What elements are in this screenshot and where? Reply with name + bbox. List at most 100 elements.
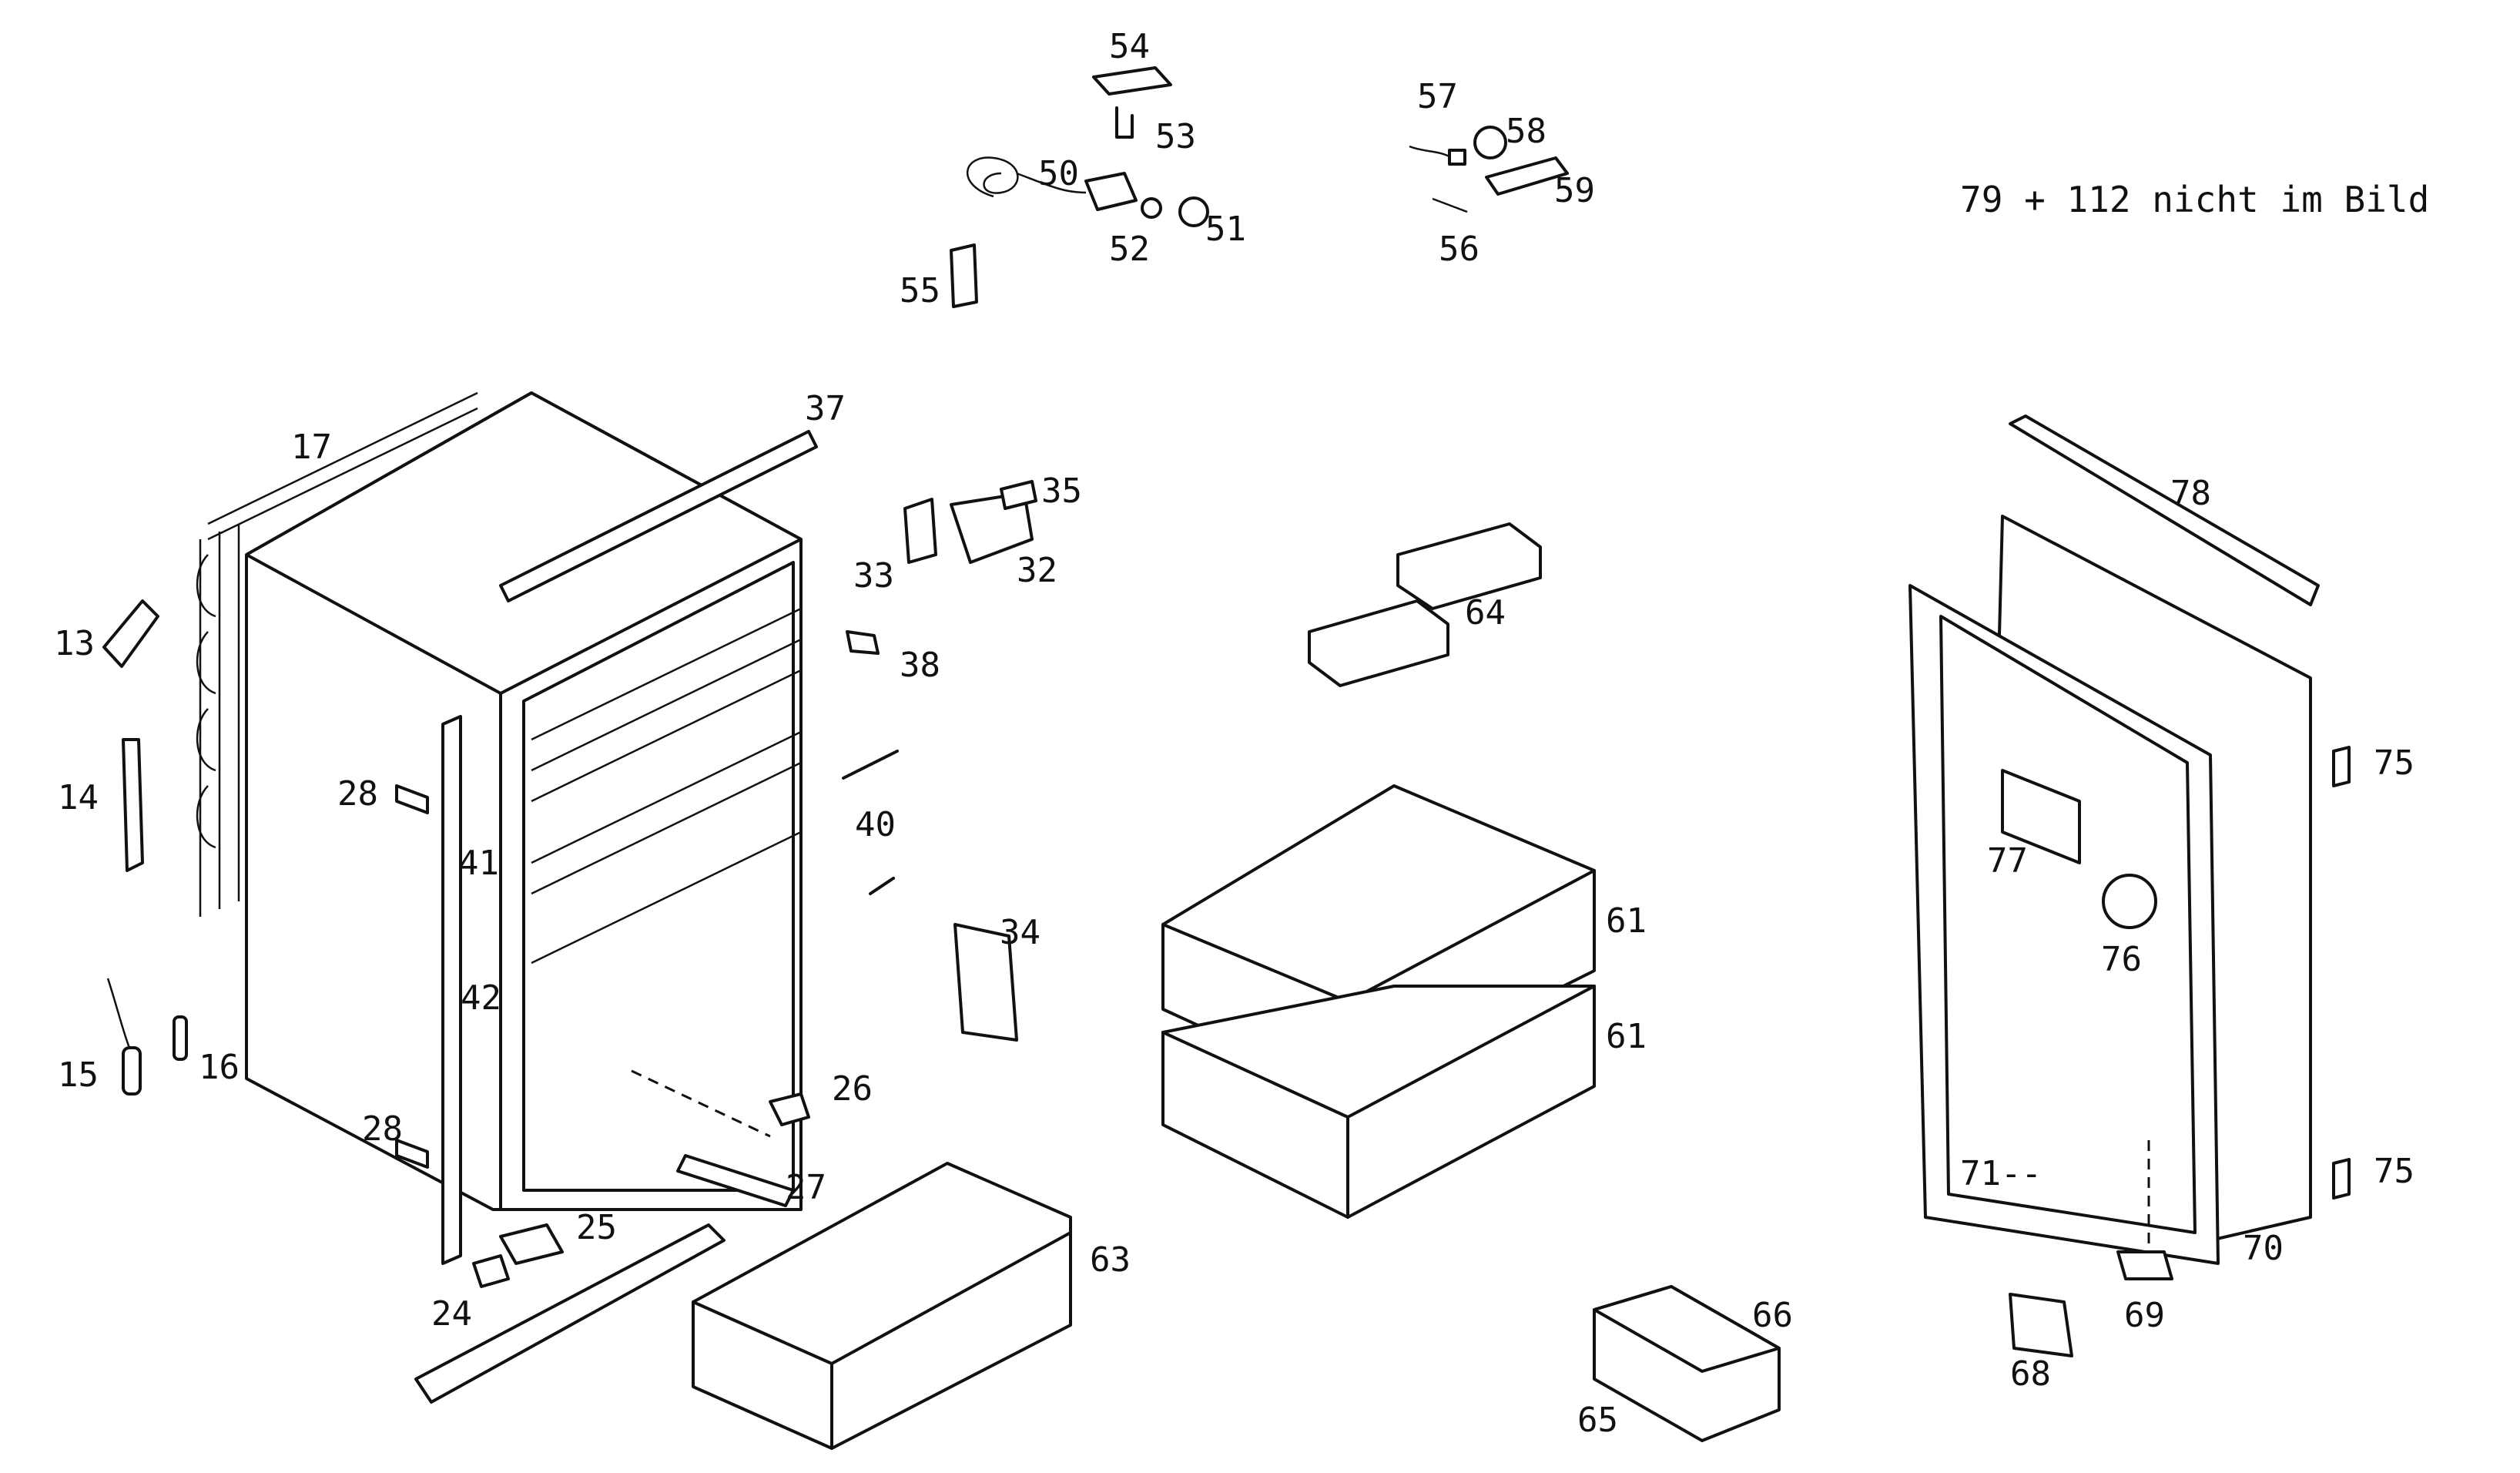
label-65: 65 (1577, 1401, 1618, 1440)
part-70-door-frame (1908, 584, 2220, 1265)
crisper-drawer (692, 1162, 1072, 1450)
label-28-lower: 28 (362, 1109, 403, 1149)
label-35: 35 (1041, 471, 1082, 511)
part-64-icepack-top (1396, 522, 1542, 610)
part-68-plate (2009, 1293, 2073, 1357)
part-38-catch (846, 630, 880, 655)
label-33: 33 (853, 556, 894, 596)
part-57-wires (1409, 145, 1453, 159)
part-14-hose (122, 738, 144, 872)
label-40: 40 (855, 805, 896, 844)
thermostat-group (950, 66, 1209, 308)
part-63-crisper (692, 1162, 1072, 1450)
label-66: 66 (1752, 1296, 1793, 1335)
label-50: 50 (1038, 154, 1079, 193)
drawers-group (1161, 784, 1596, 1219)
label-63: 63 (1090, 1240, 1131, 1280)
part-55-terminal-strip (950, 243, 978, 308)
part-50-capillary-coil (967, 156, 1019, 198)
part-25-handle (499, 1223, 564, 1265)
label-68: 68 (2010, 1354, 2051, 1394)
label-26: 26 (832, 1069, 873, 1109)
label-56: 56 (1439, 230, 1479, 269)
part-35-clip (1000, 480, 1037, 510)
label-75-upper: 75 (2374, 743, 2414, 783)
part-66-ice-grid (1593, 1285, 1781, 1373)
part-16-plug (173, 1015, 188, 1061)
part-13-bracket (102, 599, 159, 668)
part-58-lamp (1473, 126, 1507, 159)
label-78: 78 (2170, 474, 2211, 513)
label-32: 32 (1017, 551, 1057, 590)
part-17-fins-top (207, 391, 478, 541)
part-50-capillary (1016, 172, 1087, 194)
part-34-cover-plate (953, 923, 1018, 1042)
label-75-lower: 75 (2374, 1152, 2414, 1191)
note-not-shown: 79 + 112 nicht im Bild (1960, 179, 2429, 220)
part-59-holder (1485, 156, 1569, 196)
part-64-icepack-bottom (1308, 599, 1449, 687)
label-13: 13 (54, 624, 95, 663)
label-34: 34 (1000, 913, 1041, 952)
cabinet-group (196, 391, 818, 1265)
part-78-door-rail (2009, 414, 2320, 606)
label-69: 69 (2124, 1296, 2165, 1335)
part-63-edges (692, 1231, 1072, 1450)
label-61-upper: 61 (1606, 901, 1647, 941)
part-76-knob (2102, 874, 2157, 929)
part-57-switch (1448, 149, 1466, 166)
part-27-rail (676, 1154, 795, 1207)
part-32-burner-plate (950, 492, 1034, 564)
label-70: 70 (2243, 1229, 2284, 1268)
part-61-lower-edges (1161, 985, 1596, 1219)
part-15-sensor (122, 1046, 142, 1096)
label-15: 15 (58, 1055, 99, 1095)
label-51: 51 (1205, 210, 1246, 249)
part-54-cover (1092, 66, 1172, 96)
part-33-bracket (903, 498, 937, 564)
label-53: 53 (1155, 117, 1196, 156)
part-15-wire (106, 978, 131, 1049)
part-52-washer (1141, 197, 1162, 219)
part-26-support (769, 1092, 810, 1126)
part-71-gasket (1939, 615, 2197, 1234)
part-56-pin (1432, 197, 1468, 213)
part-51-knob (1178, 196, 1209, 227)
label-16: 16 (199, 1048, 240, 1087)
part-25-front-rail (414, 1223, 726, 1404)
part-17-fins-base (199, 524, 240, 917)
label-76: 76 (2101, 940, 2142, 979)
part-17-coil (196, 554, 216, 849)
label-28-upper: 28 (337, 774, 378, 814)
label-64: 64 (1465, 593, 1506, 632)
label-52: 52 (1109, 230, 1150, 269)
label-14: 14 (58, 778, 99, 817)
part-40-supports (842, 750, 899, 895)
part-75-hinge-upper (2332, 746, 2351, 787)
door-group (1908, 414, 2351, 1357)
label-58: 58 (1506, 112, 1547, 151)
side-trim-strip (441, 715, 462, 1265)
part-24-stop (472, 1254, 510, 1288)
label-37: 37 (805, 389, 846, 428)
label-54: 54 (1109, 27, 1150, 66)
label-71: 71-- (1960, 1154, 2042, 1193)
assembly-line-26 (631, 1069, 771, 1138)
label-59: 59 (1554, 171, 1595, 210)
part-50-thermostat (1084, 172, 1138, 211)
label-27: 27 (786, 1168, 826, 1207)
label-41: 41 (458, 844, 499, 883)
label-61-lower: 61 (1606, 1017, 1647, 1056)
label-17: 17 (291, 428, 332, 467)
cabinet-top (245, 391, 803, 695)
label-38: 38 (900, 646, 940, 685)
part-37-rail (499, 430, 818, 602)
part-28-hinge-upper (395, 784, 429, 814)
label-57: 57 (1417, 77, 1458, 116)
electrics-group (1409, 126, 1569, 213)
label-25: 25 (576, 1208, 617, 1247)
part-69-bracket (2116, 1250, 2173, 1280)
part-28-hinge-lower (395, 1139, 429, 1169)
label-55: 55 (900, 271, 940, 310)
